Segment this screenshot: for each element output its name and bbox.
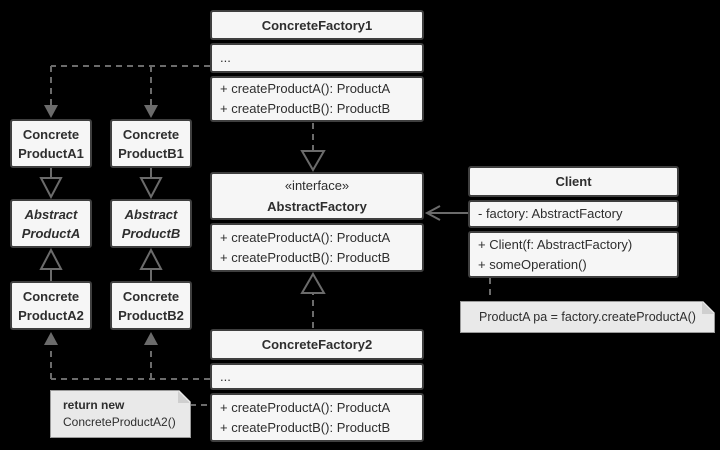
class-name-line: ProductA (21, 225, 81, 241)
class-title: ConcreteFactory2 (210, 329, 424, 360)
note-client-code: ProductA pa = factory.createProductA() (460, 301, 715, 333)
dependency-arrow-factory1-products (44, 65, 210, 118)
method: + Client(f: AbstractFactory) (478, 236, 633, 252)
class-title: «interface» AbstractFactory (210, 172, 424, 220)
attributes-compartment: ... (210, 43, 424, 73)
class-name-line: Concrete (122, 288, 180, 304)
method: + createProductB(): ProductB (220, 249, 391, 265)
method: + createProductA(): ProductA (220, 81, 391, 96)
class-concrete-productA1: Concrete ProductA1 (10, 119, 92, 168)
realization-arrow-factory2 (300, 272, 326, 328)
note-text: ProductA pa = factory.createProductA() (479, 310, 696, 324)
class-name-line: Abstract (124, 206, 178, 222)
generalization-arrow-productA1 (39, 168, 63, 200)
methods-compartment: + createProductA(): ProductA + createPro… (210, 223, 424, 272)
dependency-arrow-factory2-products (44, 332, 210, 380)
class-name-line: ProductA1 (18, 145, 84, 161)
class-concrete-factory1: ConcreteFactory1 ... + createProductA():… (210, 10, 424, 122)
class-name-line: Concrete (22, 288, 80, 304)
method: + createProductB(): ProductB (220, 419, 391, 435)
attribute-placeholder: ... (220, 368, 231, 384)
attribute: - factory: AbstractFactory (478, 206, 623, 221)
class-client: Client - factory: AbstractFactory + Clie… (468, 166, 679, 278)
class-concrete-productA2: Concrete ProductA2 (10, 281, 92, 330)
class-name-line: ProductB (121, 225, 181, 241)
generalization-arrow-productB1 (139, 168, 163, 200)
method: + createProductA(): ProductA (220, 399, 391, 415)
attributes-compartment: - factory: AbstractFactory (468, 200, 679, 228)
class-concrete-factory2: ConcreteFactory2 ... + createProductA():… (210, 329, 424, 442)
class-name: AbstractFactory (267, 199, 367, 214)
attribute-placeholder: ... (220, 50, 231, 65)
class-abstract-factory: «interface» AbstractFactory + createProd… (210, 172, 424, 272)
class-name-line: Concrete (22, 126, 80, 142)
generalization-arrow-productB2 (139, 247, 163, 281)
class-name-line: ProductB1 (118, 145, 184, 161)
class-abstract-productB: Abstract ProductB (110, 199, 192, 248)
class-name-line: ProductA2 (18, 307, 84, 323)
class-concrete-productB2: Concrete ProductB2 (110, 281, 192, 330)
realization-arrow-factory1 (300, 123, 326, 172)
method: + createProductA(): ProductA (220, 229, 391, 245)
note-text-line: ConcreteProductA2() (63, 415, 176, 429)
note-text-line: return new (63, 398, 125, 412)
attributes-compartment: ... (210, 363, 424, 390)
note-factory2-code: return new ConcreteProductA2() (50, 390, 191, 438)
generalization-arrow-productA2 (39, 247, 63, 281)
method: + createProductB(): ProductB (220, 101, 391, 116)
methods-compartment: + Client(f: AbstractFactory) + someOpera… (468, 231, 679, 278)
methods-compartment: + createProductA(): ProductA + createPro… (210, 76, 424, 122)
class-name-line: ProductB2 (118, 307, 184, 323)
methods-compartment: + createProductA(): ProductA + createPro… (210, 393, 424, 442)
class-abstract-productA: Abstract ProductA (10, 199, 92, 248)
class-name-line: Concrete (122, 126, 180, 142)
class-concrete-productB1: Concrete ProductB1 (110, 119, 192, 168)
class-title: Client (468, 166, 679, 197)
method: + someOperation() (478, 256, 587, 272)
stereotype-label: «interface» (284, 178, 350, 193)
class-title: ConcreteFactory1 (210, 10, 424, 40)
association-arrow-client-factory (424, 205, 468, 221)
class-name-line: Abstract (24, 206, 78, 222)
